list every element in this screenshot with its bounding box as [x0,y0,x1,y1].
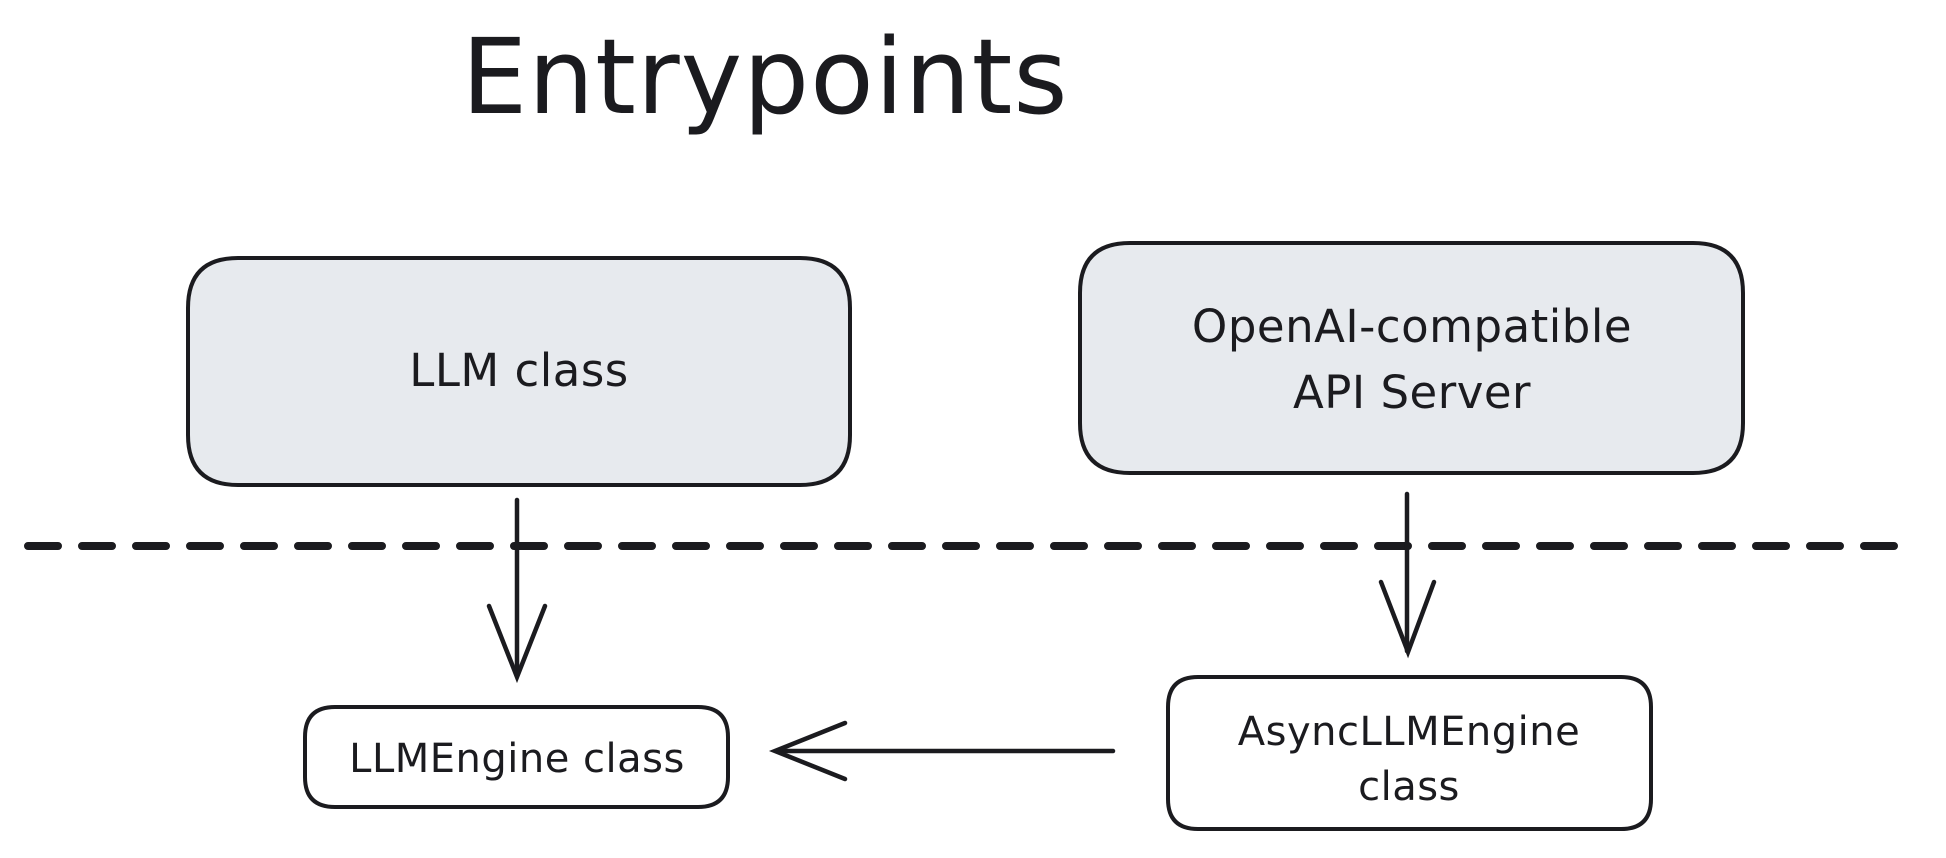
edge-llm-to-llmengine [486,497,548,684]
node-llmengine-class-shape [303,705,730,809]
node-openai-api-server-label-line1: OpenAI-compatible [1192,300,1632,353]
node-llm-class[interactable]: LLM class [186,256,852,487]
node-asyncllmengine-class[interactable]: AsyncLLMEngine class [1166,675,1653,831]
node-llm-class-label: LLM class [409,344,628,397]
node-asyncllmengine-class-label-line1: AsyncLLMEngine [1238,709,1580,755]
node-asyncllmengine-class-label-line2: class [1358,764,1460,810]
edge-asyncllmengine-to-llmengine-arrowhead [768,720,848,782]
node-openai-api-server-label-line2: API Server [1293,366,1531,419]
node-llmengine-class-label: LLMEngine class [349,736,685,782]
node-openai-api-server-shape [1078,241,1745,475]
node-llmengine-class[interactable]: LLMEngine class [303,705,730,809]
edge-apiserver-to-asyncllmengine [1378,491,1437,659]
edge-llm-to-llmengine-arrowhead [486,603,548,684]
node-asyncllmengine-class-shape [1166,675,1653,831]
node-llm-class-shape [186,256,852,487]
node-openai-api-server[interactable]: OpenAI-compatible API Server [1078,241,1745,475]
edge-asyncllmengine-to-llmengine [768,720,1116,782]
edge-apiserver-to-asyncllmengine-arrowhead [1378,579,1437,659]
diagram-title: Entrypoints [461,16,1068,138]
